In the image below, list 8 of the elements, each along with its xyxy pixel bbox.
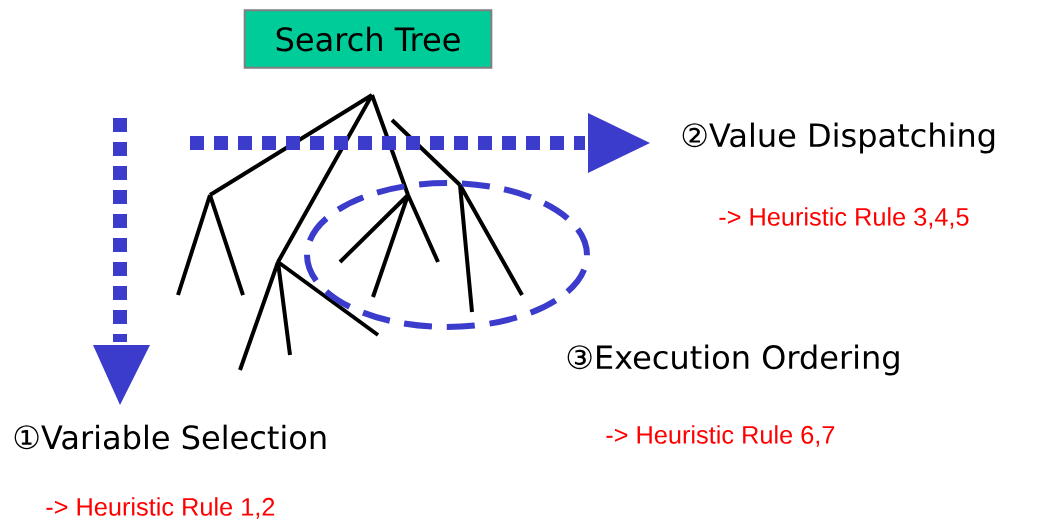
- rule-text: -> Heuristic Rule 6,7: [606, 425, 835, 447]
- rule-text: -> Heuristic Rule 3,4,5: [719, 207, 969, 229]
- step-label: ②Value Dispatching: [682, 122, 995, 154]
- step-label: ③Execution Ordering: [567, 344, 899, 376]
- rule-text: -> Heuristic Rule 1,2: [46, 497, 275, 519]
- step-label: ①Variable Selection: [14, 424, 326, 450]
- dashed-ellipse: [304, 180, 590, 330]
- title-box: Search Tree: [243, 9, 493, 69]
